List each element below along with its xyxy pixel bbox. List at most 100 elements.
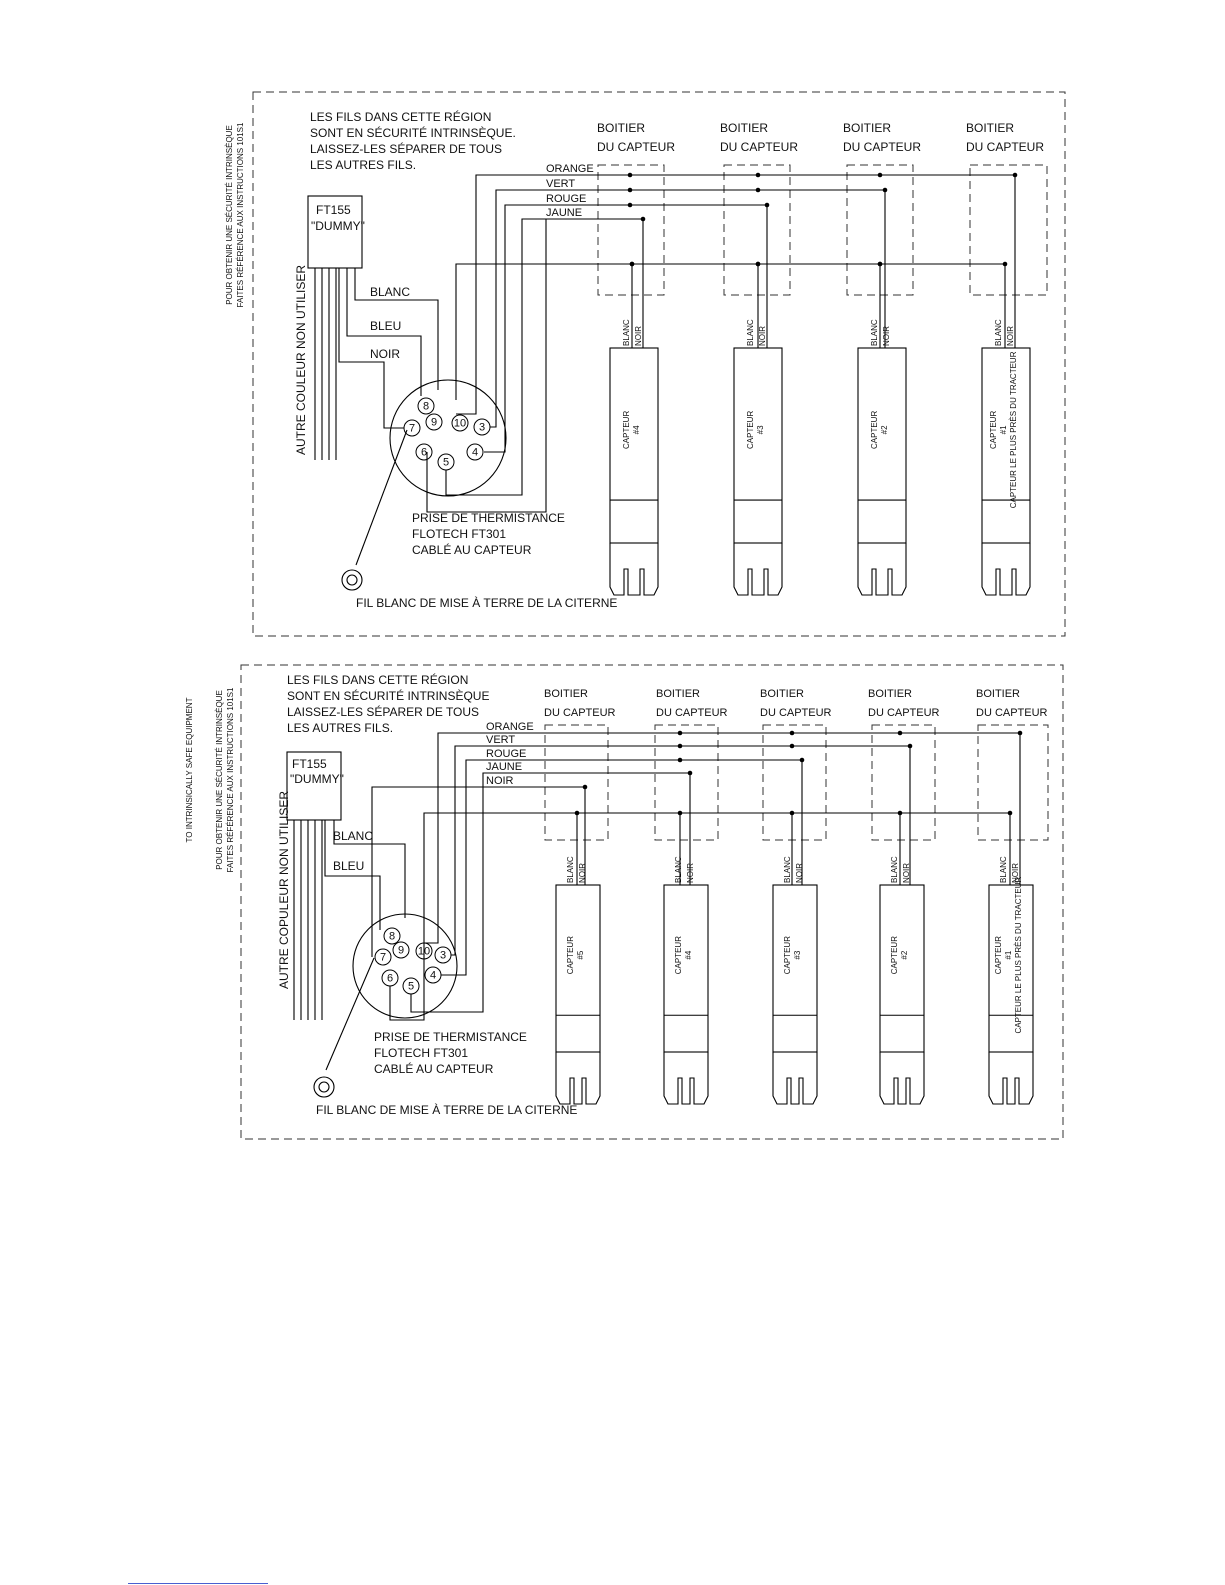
sensor-label: CAPTEUR#4 bbox=[674, 936, 693, 974]
box-label: DU CAPTEUR bbox=[966, 140, 1044, 154]
junction-dot bbox=[877, 261, 883, 267]
sensor-label: CAPTEUR#2 bbox=[870, 411, 889, 449]
junction-dot bbox=[574, 810, 580, 816]
probe-wire-blanc: BLANC bbox=[994, 319, 1003, 346]
junction-dot bbox=[640, 216, 646, 222]
probe-wire-blanc: BLANC bbox=[870, 319, 879, 346]
ground-wire bbox=[325, 957, 375, 1071]
ground-terminal-inner bbox=[318, 1081, 330, 1093]
ground-label: FIL BLANC DE MISE À TERRE DE LA CITERNE bbox=[356, 595, 617, 610]
junction-dot bbox=[677, 810, 683, 816]
box-label: DU CAPTEUR bbox=[544, 707, 616, 719]
sensor-foot bbox=[555, 1052, 601, 1105]
sensor-label-line: CAPTEUR bbox=[622, 411, 631, 449]
wire-orange bbox=[424, 732, 1020, 944]
pin-label: 6 bbox=[387, 973, 393, 985]
sensor-body bbox=[609, 347, 659, 544]
probe-wire-blanc: BLANC bbox=[783, 856, 792, 883]
wire-label-blanc: BLANC bbox=[370, 285, 410, 299]
junction-dot bbox=[677, 730, 683, 736]
sensor-box-2 bbox=[654, 724, 719, 841]
sensor-body bbox=[981, 347, 1031, 544]
sensor-box-2 bbox=[723, 164, 791, 296]
box-label: BOITIER bbox=[656, 688, 700, 700]
sensor-foot bbox=[663, 1052, 709, 1105]
probe-wire-noir: NOIR bbox=[1011, 863, 1020, 883]
unused-label: AUTRE COPULEUR NON UTILISER bbox=[277, 791, 291, 989]
plug-text: CABLÉ AU CAPTEUR bbox=[374, 1061, 494, 1076]
junction-dot bbox=[582, 784, 588, 790]
sensor-box-4 bbox=[969, 164, 1048, 296]
sensor-probe-2: CAPTEUR#3 bbox=[733, 347, 783, 596]
sensor-label-line: #5 bbox=[576, 950, 585, 959]
sensor-box-5 bbox=[977, 724, 1049, 841]
box-label: DU CAPTEUR bbox=[760, 707, 832, 719]
connector-pin bbox=[451, 414, 469, 432]
wire-bleu bbox=[346, 268, 422, 396]
sensor-probe-4: CAPTEUR#2 bbox=[879, 884, 925, 1105]
probe-wire-noir: NOIR bbox=[758, 326, 767, 346]
box-label: BOITIER bbox=[720, 121, 768, 135]
sensor-box-4 bbox=[871, 724, 936, 841]
junction-dot bbox=[882, 187, 888, 193]
ground-terminal-inner bbox=[346, 574, 358, 586]
wire-label-blanc: BLANC bbox=[333, 829, 373, 843]
probe-wire-noir: NOIR bbox=[686, 863, 695, 883]
sensor-foot bbox=[733, 543, 783, 596]
probe-wire-blanc: BLANC bbox=[622, 319, 631, 346]
sensor-label-line: #3 bbox=[756, 425, 765, 434]
ft155-device bbox=[307, 195, 363, 269]
plug-text: CABLÉ AU CAPTEUR bbox=[412, 542, 532, 557]
sensor-probe-3: CAPTEUR#3 bbox=[772, 884, 818, 1105]
sensor-label-line: #4 bbox=[684, 950, 693, 959]
sensor-label-line: CAPTEUR bbox=[566, 936, 575, 974]
ground-wire bbox=[355, 429, 408, 566]
sensor-label-line: CAPTEUR bbox=[994, 936, 1003, 974]
side-note: FAITES RÉFÉRENCE AUX INSTRUCTIONS 101S1 bbox=[236, 122, 245, 307]
sensor-label-line: CAPTEUR LE PLUS PRÈS DU TRACTEUR bbox=[1014, 877, 1023, 1034]
wire-blanc bbox=[333, 820, 406, 918]
pin-label: 10 bbox=[454, 418, 466, 430]
box-label: BOITIER bbox=[544, 688, 588, 700]
wire-blanc bbox=[354, 268, 439, 390]
sensor-label-line: #4 bbox=[632, 425, 641, 434]
outer-note: TO INTRINSICALLY SAFE EQUIPMENT bbox=[185, 697, 194, 842]
box-label: DU CAPTEUR bbox=[976, 707, 1048, 719]
side-note: POUR OBTENIR UNE SÉCURITÉ INTRINSÈQUE bbox=[225, 125, 234, 305]
sensor-probe-2: CAPTEUR#4 bbox=[663, 884, 709, 1105]
sensor-label-line: #2 bbox=[900, 950, 909, 959]
pin-label: 3 bbox=[440, 950, 446, 962]
sensor-body bbox=[879, 884, 925, 1053]
junction-dot bbox=[789, 810, 795, 816]
sensor-body bbox=[555, 884, 601, 1053]
sensor-foot bbox=[857, 543, 907, 596]
box-label: BOITIER bbox=[966, 121, 1014, 135]
plug-text: PRISE DE THERMISTANCE bbox=[374, 1030, 527, 1044]
sensor-label-line: CAPTEUR bbox=[989, 411, 998, 449]
junction-dot bbox=[1007, 810, 1013, 816]
wire-label-top: JAUNE bbox=[486, 761, 522, 773]
junction-dot bbox=[629, 261, 635, 267]
box-label: DU CAPTEUR bbox=[843, 140, 921, 154]
sensor-label-line: CAPTEUR bbox=[674, 936, 683, 974]
wire-label-top: VERT bbox=[486, 734, 515, 746]
intro-text: LES AUTRES FILS. bbox=[287, 721, 393, 735]
wire-label-top: ROUGE bbox=[546, 193, 586, 205]
box-label: DU CAPTEUR bbox=[656, 707, 728, 719]
sensor-box-1 bbox=[597, 164, 665, 296]
connector-pin bbox=[466, 443, 484, 461]
sensor-label: CAPTEUR#5 bbox=[566, 936, 585, 974]
intro-text: LES AUTRES FILS. bbox=[310, 158, 416, 172]
intro-text: SONT EN SÉCURITÉ INTRINSÈQUE. bbox=[310, 125, 516, 140]
connector-pin bbox=[417, 397, 435, 415]
wire-label-top: ORANGE bbox=[546, 163, 594, 175]
wire-label-noir: NOIR bbox=[370, 347, 400, 361]
device-label: FT155 bbox=[292, 757, 327, 771]
ground-label: FIL BLANC DE MISE À TERRE DE LA CITERNE bbox=[316, 1102, 577, 1117]
sensor-body bbox=[857, 347, 907, 544]
junction-dot bbox=[755, 261, 761, 267]
pin-label: 9 bbox=[398, 945, 404, 957]
wire-bleu bbox=[324, 820, 381, 930]
wire-label-top: VERT bbox=[546, 178, 575, 190]
